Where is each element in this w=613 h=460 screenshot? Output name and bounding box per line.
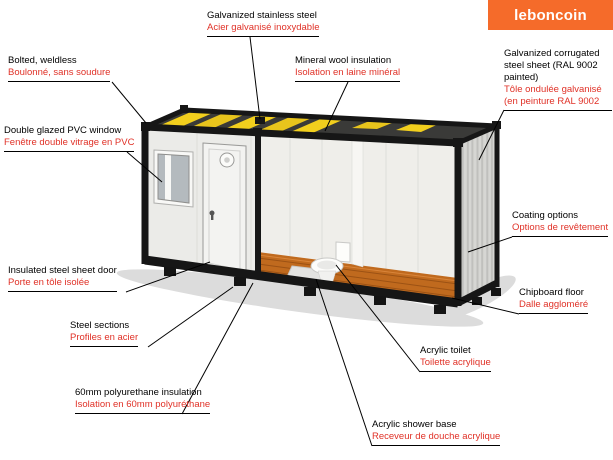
- label-fr: Porte en tôle isolée: [8, 277, 90, 288]
- label-polyurethane-insulation: 60mm polyurethane insulation Isolation e…: [75, 387, 211, 414]
- label-steel-sections: Steel sections Profiles en acier: [70, 320, 139, 347]
- label-insulated-steel-door: Insulated steel sheet door Porte en tôle…: [8, 265, 117, 292]
- label-en: Acrylic toilet: [420, 345, 471, 356]
- base-feet: [164, 267, 501, 314]
- label-bolted-weldless: Bolted, weldless Boulonné, sans soudure: [8, 55, 111, 82]
- label-en: Insulated steel sheet door: [8, 265, 117, 276]
- label-fr: Isolation en 60mm polyuréthane: [75, 399, 211, 410]
- label-fr: Acier galvanisé inoxydable: [207, 22, 320, 33]
- label-fr: Options de revêtement: [512, 222, 609, 233]
- label-fr: Receveur de douche acrylique: [372, 431, 501, 442]
- label-fr: Dalle aggloméré: [519, 299, 589, 310]
- label-fr: Boulonné, sans soudure: [8, 67, 111, 78]
- toilet: [310, 241, 351, 282]
- label-en: Coating options: [512, 210, 579, 221]
- label-fr: Isolation en laine minéral: [295, 67, 401, 78]
- partition-wall: [351, 137, 364, 268]
- label-fr: Fenêtre double vitrage en PVC: [4, 137, 135, 148]
- label-en: 60mm polyurethane insulation: [75, 387, 202, 398]
- label-fr: Tôle ondulée galvanisé (en peinture RAL …: [504, 84, 602, 107]
- label-en: Galvanized corrugated steel sheet (RAL 9…: [504, 48, 600, 83]
- leboncoin-logo: leboncoin: [488, 0, 613, 30]
- label-galvanized-stainless-steel: Galvanized stainless steel Acier galvani…: [207, 10, 320, 37]
- label-double-glazed-window: Double glazed PVC window Fenêtre double …: [4, 125, 135, 152]
- label-en: Bolted, weldless: [8, 55, 77, 66]
- label-en: Chipboard floor: [519, 287, 584, 298]
- label-en: Acrylic shower base: [372, 419, 457, 430]
- roof-panel: [145, 110, 497, 143]
- leboncoin-logo-text: leboncoin: [514, 6, 587, 24]
- leader-lines: [111, 36, 520, 447]
- label-chipboard-floor: Chipboard floor Dalle aggloméré: [519, 287, 589, 314]
- label-acrylic-toilet: Acrylic toilet Toilette acrylique: [420, 345, 491, 372]
- label-mineral-wool-insulation: Mineral wool insulation Isolation en lai…: [295, 55, 401, 82]
- label-en: Steel sections: [70, 320, 130, 331]
- label-en: Mineral wool insulation: [295, 55, 392, 66]
- label-fr: Toilette acrylique: [420, 357, 491, 368]
- label-en: Double glazed PVC window: [4, 125, 122, 136]
- steel-door: [202, 142, 247, 278]
- roof-insulation-strips: [154, 111, 441, 135]
- label-coating-options: Coating options Options de revêtement: [512, 210, 609, 237]
- steel-frame: [141, 107, 500, 308]
- label-fr: Profiles en acier: [70, 332, 139, 343]
- pvc-window: [153, 149, 194, 208]
- corrugated-end-panel: [458, 126, 497, 303]
- label-en: Galvanized stainless steel: [207, 10, 317, 21]
- label-acrylic-shower-base: Acrylic shower base Receveur de douche a…: [372, 419, 501, 446]
- label-galvanized-corrugated-sheet: Galvanized corrugated steel sheet (RAL 9…: [504, 48, 612, 111]
